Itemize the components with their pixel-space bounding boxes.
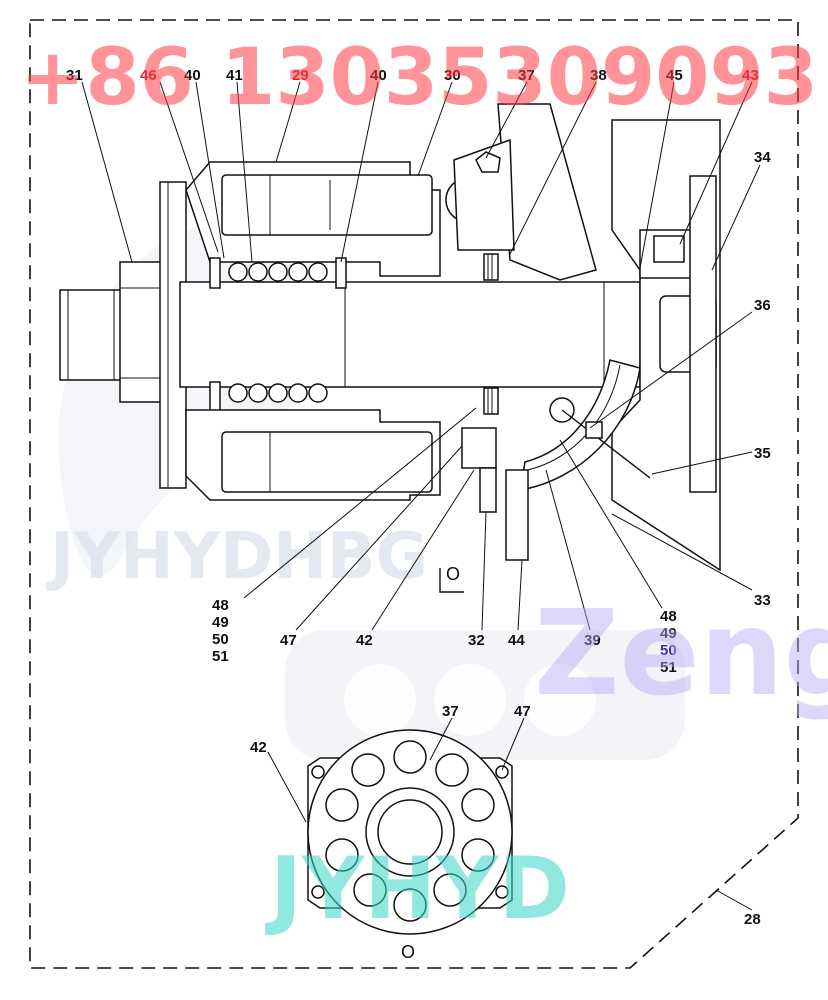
callout-44: 44 bbox=[508, 632, 525, 649]
callout-50-left: 50 bbox=[212, 631, 229, 648]
bolt-hole-tl bbox=[311, 765, 325, 779]
callout-36: 36 bbox=[754, 297, 771, 314]
callout-38: 38 bbox=[590, 67, 607, 84]
control-rod bbox=[561, 409, 651, 479]
faint-watermark-text: JYHYDHBG bbox=[46, 520, 428, 594]
callout-51-right: 51 bbox=[660, 659, 677, 676]
callout-42-end-view: 42 bbox=[250, 739, 267, 756]
swash-plate bbox=[497, 103, 597, 281]
callout-labels: 31 46 40 41 29 40 30 37 38 45 43 34 36 3… bbox=[66, 67, 771, 928]
spring-balls-lower bbox=[228, 383, 328, 403]
phone-watermark: +86 13035309093 bbox=[20, 33, 818, 123]
retainer-ring-lower bbox=[209, 381, 221, 413]
piston-upper bbox=[221, 174, 433, 236]
callout-37-top: 37 bbox=[518, 67, 535, 84]
piston-bores bbox=[325, 740, 495, 922]
callout-37-end-view: 37 bbox=[442, 703, 459, 720]
port-44 bbox=[505, 469, 529, 561]
jyhyd-watermark: JYHYD bbox=[265, 839, 570, 939]
bearing-shims-upper bbox=[483, 253, 499, 281]
callout-34: 34 bbox=[754, 149, 771, 166]
bearing-shims-lower bbox=[483, 387, 499, 415]
view-mark-lower: O bbox=[401, 942, 415, 962]
callout-31: 31 bbox=[66, 67, 83, 84]
callout-51-left: 51 bbox=[212, 648, 229, 665]
callout-49-left: 49 bbox=[212, 614, 229, 631]
view-marker-bracket bbox=[439, 568, 464, 593]
callout-39: 39 bbox=[584, 632, 601, 649]
callout-40-left: 40 bbox=[184, 67, 201, 84]
valve-plate-42 bbox=[461, 427, 497, 469]
pin-link bbox=[585, 421, 603, 439]
spring-balls-upper bbox=[228, 262, 328, 282]
callout-42-upper: 42 bbox=[356, 632, 373, 649]
callout-48-right: 48 bbox=[660, 608, 677, 625]
zeng-watermark: Zeng bbox=[534, 584, 828, 722]
bushing-32 bbox=[479, 467, 497, 513]
piston-lower bbox=[221, 431, 433, 493]
callout-45: 45 bbox=[666, 67, 683, 84]
callout-35: 35 bbox=[754, 445, 771, 462]
valve-arc bbox=[519, 359, 641, 491]
callout-43: 43 bbox=[742, 67, 759, 84]
drive-shaft bbox=[179, 281, 641, 388]
retainer-ring-upper-right bbox=[335, 257, 347, 289]
end-plate bbox=[689, 175, 717, 493]
callout-40-right: 40 bbox=[370, 67, 387, 84]
callout-28: 28 bbox=[744, 911, 761, 928]
leader-lines bbox=[81, 81, 761, 911]
end-view-drawing bbox=[307, 729, 513, 935]
shaft-stub bbox=[59, 289, 123, 381]
callout-47-upper: 47 bbox=[280, 632, 297, 649]
bolt-hole-tr bbox=[495, 765, 509, 779]
callout-30: 30 bbox=[444, 67, 461, 84]
callout-49-right: 49 bbox=[660, 625, 677, 642]
callout-41: 41 bbox=[226, 67, 243, 84]
callout-33: 33 bbox=[754, 592, 771, 609]
bolt-hole-bl bbox=[311, 885, 325, 899]
flange-plate bbox=[159, 181, 187, 489]
dashed-boundary bbox=[29, 19, 799, 969]
retainer-ring-upper bbox=[209, 257, 221, 289]
callout-50-right: 50 bbox=[660, 642, 677, 659]
view-mark-upper: O bbox=[446, 564, 460, 584]
callout-48-left: 48 bbox=[212, 597, 229, 614]
callout-46: 46 bbox=[140, 67, 157, 84]
pump-cross-section bbox=[59, 103, 721, 572]
bolt-hole-br bbox=[495, 885, 509, 899]
callout-47-end-view: 47 bbox=[514, 703, 531, 720]
callout-32: 32 bbox=[468, 632, 485, 649]
callout-29: 29 bbox=[292, 67, 309, 84]
